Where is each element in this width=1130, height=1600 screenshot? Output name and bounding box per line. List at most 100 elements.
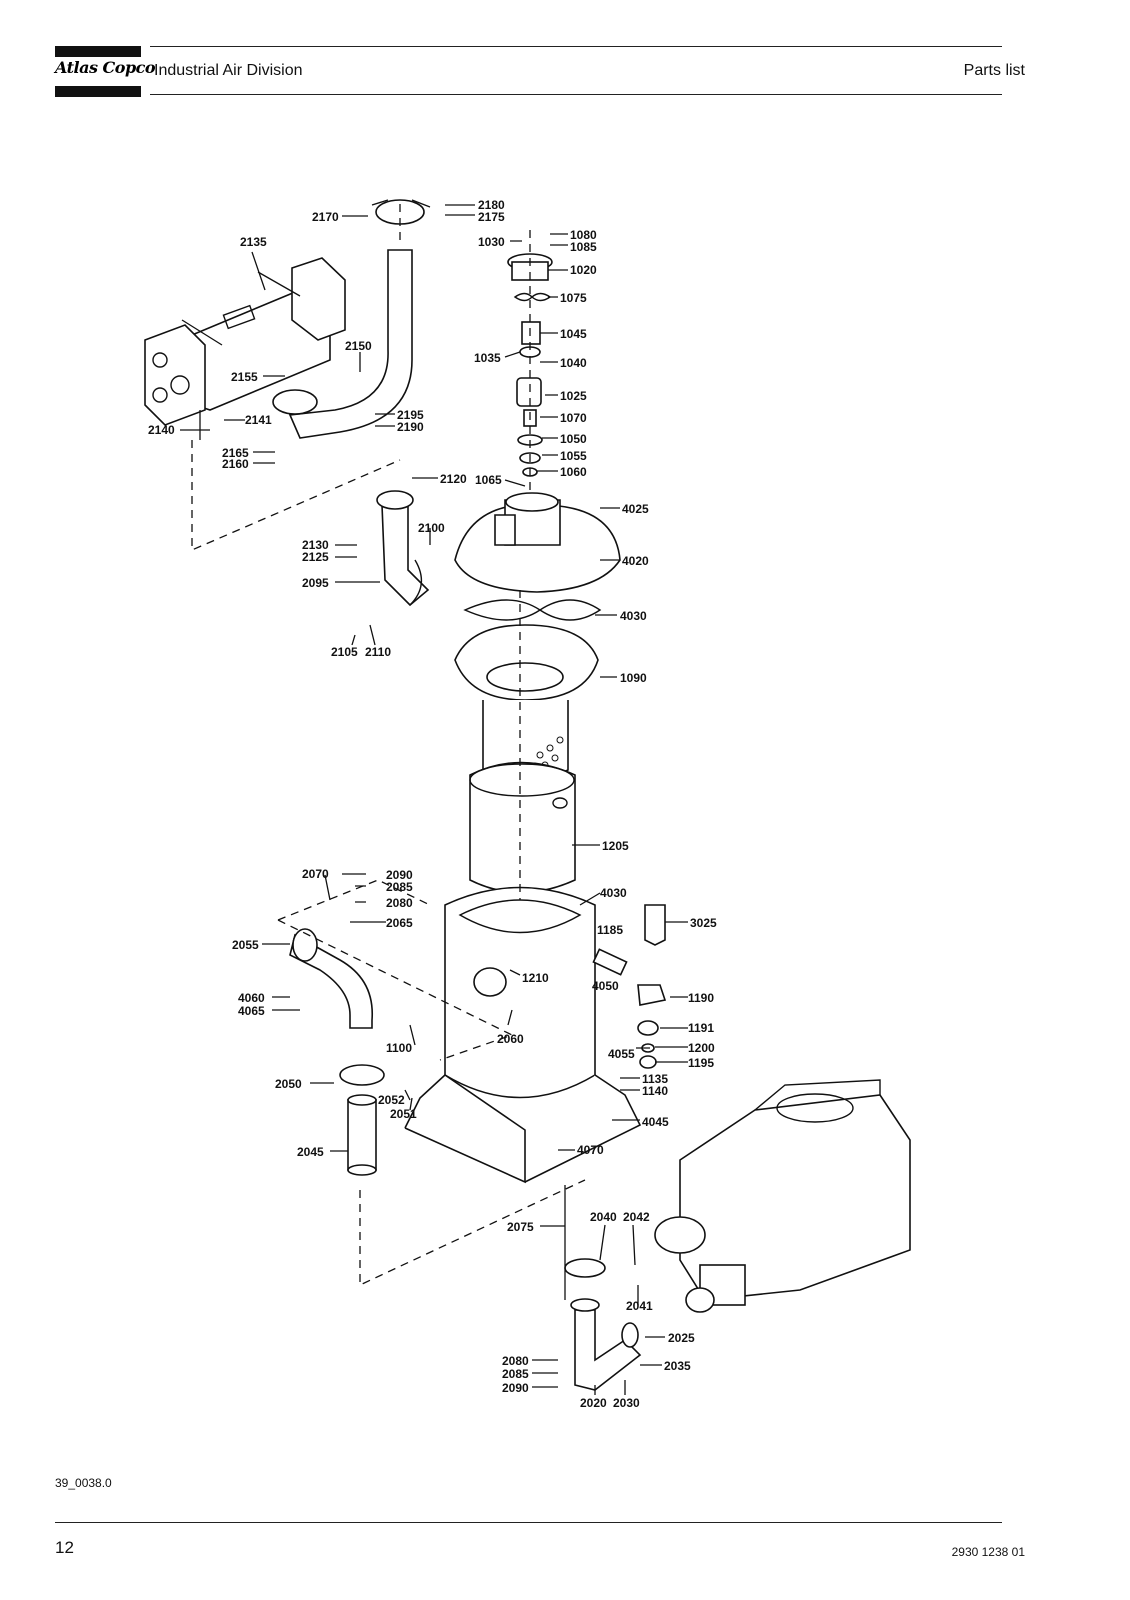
callout-1020: 1020 <box>570 263 597 277</box>
callout-2075: 2075 <box>507 1220 534 1234</box>
callout-1040: 1040 <box>560 356 587 370</box>
callout-1025: 1025 <box>560 389 587 403</box>
assembly-dashed-lines <box>191 200 586 1287</box>
callout-2085-bottom: 2085 <box>502 1367 529 1381</box>
callout-1185: 1185 <box>597 923 623 937</box>
callout-4030-top: 4030 <box>620 609 647 623</box>
callout-2100: 2100 <box>418 521 445 535</box>
callout-3025: 3025 <box>690 916 717 930</box>
brand-logo: Atlas Copco <box>55 58 156 77</box>
callout-2030: 2030 <box>613 1396 640 1410</box>
valve-3025-drawing <box>592 904 667 1069</box>
compressor-element-drawing <box>654 1079 911 1313</box>
callout-2080-top: 2080 <box>386 896 413 910</box>
callout-2070: 2070 <box>302 867 329 881</box>
callout-1100: 1100 <box>386 1041 412 1055</box>
separator-element-drawing <box>454 624 599 781</box>
vessel-drawing <box>404 886 642 1184</box>
callout-1205: 1205 <box>602 839 629 853</box>
section-title: Parts list <box>963 62 1025 79</box>
callout-1050: 1050 <box>560 432 587 446</box>
callout-1035: 1035 <box>474 351 501 365</box>
callout-2160: 2160 <box>222 457 249 471</box>
callout-2052: 2052 <box>378 1093 405 1107</box>
callout-2175: 2175 <box>478 210 505 224</box>
callout-4065: 4065 <box>238 1004 265 1018</box>
callout-2025: 2025 <box>668 1331 695 1345</box>
callout-1075: 1075 <box>560 291 587 305</box>
callout-2135: 2135 <box>240 235 267 249</box>
callout-4025: 4025 <box>622 502 649 516</box>
callout-2140: 2140 <box>148 423 175 437</box>
cover-4020-drawing <box>454 492 621 593</box>
callout-1060: 1060 <box>560 465 587 479</box>
callout-2080-bottom: 2080 <box>502 1354 529 1368</box>
callout-4060: 4060 <box>238 991 265 1005</box>
callout-2155: 2155 <box>231 370 258 384</box>
callout-1190: 1190 <box>688 991 714 1005</box>
callout-2035: 2035 <box>664 1359 691 1373</box>
callout-2190: 2190 <box>397 420 424 434</box>
callout-2110: 2110 <box>365 645 391 659</box>
callout-1055: 1055 <box>560 449 587 463</box>
pipe-2020-drawing <box>564 1258 642 1391</box>
sleeve-1205-drawing <box>469 761 576 894</box>
document-number: 2930 1238 01 <box>951 1545 1025 1559</box>
callout-1080: 1080 <box>570 228 597 242</box>
callout-2125: 2125 <box>302 550 329 564</box>
division-name: Industrial Air Division <box>154 62 303 79</box>
header-rule-top <box>150 46 1002 47</box>
callout-2090-top: 2090 <box>386 868 413 882</box>
callout-labels: 2180 2175 2170 2135 1030 1080 1085 1020 … <box>148 198 717 1410</box>
callout-1090: 1090 <box>620 671 647 685</box>
callout-2040: 2040 <box>590 1210 617 1224</box>
header-bar-top <box>55 46 141 57</box>
header-bar-bottom <box>55 86 141 97</box>
callout-2060: 2060 <box>497 1032 524 1046</box>
callout-2042: 2042 <box>623 1210 650 1224</box>
callout-2020: 2020 <box>580 1396 607 1410</box>
callout-1140: 1140 <box>642 1084 668 1098</box>
elbow-2095-drawing <box>376 490 430 607</box>
callout-1065: 1065 <box>475 473 502 487</box>
callout-4055: 4055 <box>608 1047 635 1061</box>
pipe-2055-drawing <box>289 928 373 1029</box>
pipe-2045-drawing <box>339 1064 385 1176</box>
callout-2045: 2045 <box>297 1145 324 1159</box>
callout-2150: 2150 <box>345 339 372 353</box>
callout-1070: 1070 <box>560 411 587 425</box>
callout-1195: 1195 <box>688 1056 714 1070</box>
callout-1085: 1085 <box>570 240 597 254</box>
callout-2170: 2170 <box>312 210 339 224</box>
callout-2041: 2041 <box>626 1299 653 1313</box>
callout-2120: 2120 <box>440 472 467 486</box>
callout-4020: 4020 <box>622 554 649 568</box>
callout-2065: 2065 <box>386 916 413 930</box>
callout-2141: 2141 <box>245 413 272 427</box>
callout-1210: 1210 <box>522 971 549 985</box>
footer-rule <box>55 1522 1002 1523</box>
callout-1191: 1191 <box>688 1021 714 1035</box>
page-number: 12 <box>55 1538 74 1557</box>
callout-4030-bottom: 4030 <box>600 886 627 900</box>
callout-2095: 2095 <box>302 576 329 590</box>
gasket-4030 <box>463 599 602 621</box>
figure-reference: 39_0038.0 <box>55 1476 112 1490</box>
callout-2085-top: 2085 <box>386 880 413 894</box>
cooler-drawing <box>144 257 346 440</box>
callout-2165: 2165 <box>222 446 249 460</box>
callout-1030: 1030 <box>478 235 505 249</box>
callout-2105: 2105 <box>331 645 358 659</box>
callout-4070: 4070 <box>577 1143 604 1157</box>
callout-leaders <box>180 204 688 1395</box>
header-rule-bottom <box>150 94 1002 95</box>
callout-1200: 1200 <box>688 1041 715 1055</box>
callout-1135: 1135 <box>642 1072 668 1086</box>
callout-1045: 1045 <box>560 327 587 341</box>
callout-2130: 2130 <box>302 538 329 552</box>
callout-2195: 2195 <box>397 408 424 422</box>
callout-2051: 2051 <box>390 1107 417 1121</box>
callout-4045: 4045 <box>642 1115 669 1129</box>
callout-2055: 2055 <box>232 938 259 952</box>
